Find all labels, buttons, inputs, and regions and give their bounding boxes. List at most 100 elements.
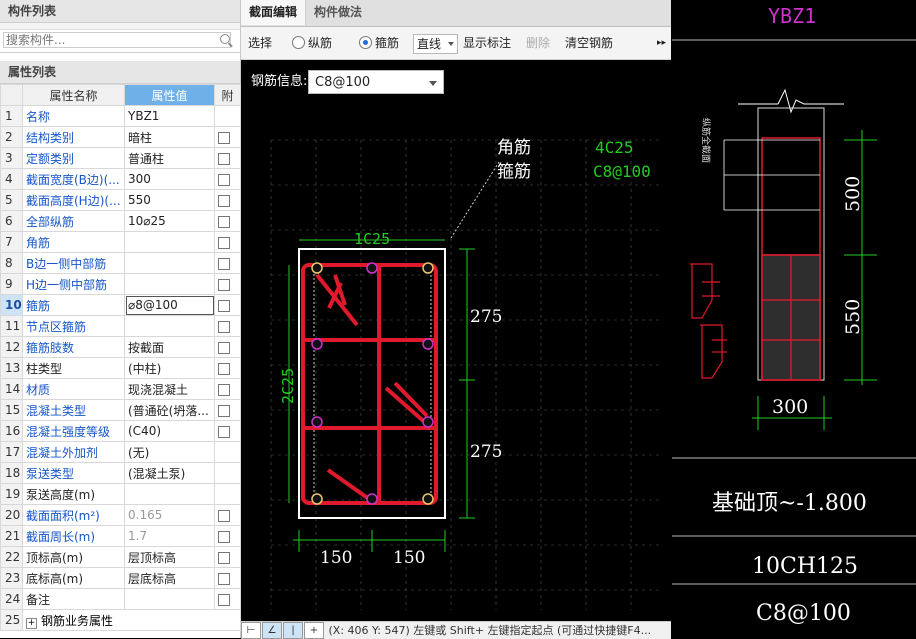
search-icon[interactable]	[220, 34, 230, 44]
rebar-points[interactable]	[311, 262, 434, 505]
snap-plus-icon[interactable]: +	[304, 622, 324, 639]
attach-checkbox[interactable]	[218, 362, 230, 375]
section-canvas[interactable]: 角筋 箍筋 4C25 C8@100	[241, 59, 671, 621]
property-value[interactable]: 1.7	[124, 525, 215, 547]
property-group-row[interactable]: 25+钢筋业务属性	[0, 609, 241, 631]
attach-checkbox[interactable]	[218, 215, 230, 228]
component-search-input[interactable]	[3, 32, 231, 48]
attach-checkbox[interactable]	[218, 194, 230, 207]
attach-checkbox[interactable]	[218, 320, 230, 333]
property-value[interactable]: 按截面	[124, 336, 215, 358]
property-value[interactable]	[124, 252, 215, 274]
attach-checkbox[interactable]	[218, 551, 230, 564]
attach-checkbox[interactable]	[218, 572, 230, 585]
property-value[interactable]: 300	[124, 168, 215, 190]
attach-checkbox[interactable]	[218, 299, 230, 312]
attach-checkbox[interactable]	[218, 593, 230, 606]
snap-vertical-icon[interactable]: |	[283, 622, 303, 639]
attach-checkbox[interactable]	[218, 383, 230, 396]
attach-checkbox[interactable]	[218, 236, 230, 249]
attach-checkbox[interactable]	[218, 131, 230, 144]
attach-checkbox[interactable]	[218, 509, 230, 522]
property-value[interactable]: YBZ1	[124, 105, 215, 127]
property-value[interactable]: 暗柱	[124, 126, 215, 148]
property-value[interactable]: 现浇混凝土	[124, 378, 215, 400]
line-mode-dropdown[interactable]: 直线	[413, 34, 459, 54]
attach-checkbox[interactable]	[218, 152, 230, 165]
show-annotation-button[interactable]: 显示标注	[463, 36, 512, 50]
attach-checkbox[interactable]	[218, 404, 230, 417]
property-value[interactable]	[124, 231, 215, 253]
longitudinal-radio[interactable]: 纵筋	[292, 27, 332, 59]
property-value[interactable]: (无)	[124, 441, 215, 463]
clear-rebar-button[interactable]: 清空钢筋	[565, 36, 614, 50]
attach-checkbox[interactable]	[218, 530, 230, 543]
rebar-point[interactable]	[422, 416, 434, 428]
cad-view[interactable]: YBZ1 纵筋全截面 500 550	[672, 0, 916, 638]
property-value[interactable]: 层顶标高	[124, 546, 215, 568]
attach-checkbox[interactable]	[218, 278, 230, 291]
rebar-point[interactable]	[366, 262, 378, 274]
snap-endpoint-icon[interactable]: ⊢	[241, 622, 261, 639]
rebar-point[interactable]	[311, 338, 323, 350]
attach-checkbox[interactable]	[218, 341, 230, 354]
attach-checkbox[interactable]	[218, 173, 230, 186]
stirrup-radio[interactable]: 箍筋	[359, 27, 399, 59]
property-value[interactable]: 层底标高	[124, 567, 215, 589]
property-value[interactable]	[124, 483, 215, 505]
rebar-info-dropdown[interactable]: C8@100	[308, 70, 444, 94]
property-value[interactable]: 10⌀25	[124, 210, 215, 232]
rebar-point[interactable]	[422, 262, 434, 274]
snap-line-icon[interactable]: ∠	[262, 622, 282, 639]
property-value[interactable]: 550	[124, 189, 215, 211]
property-value[interactable]: (混凝土泵)	[124, 462, 215, 484]
rebar-point[interactable]	[311, 493, 323, 505]
property-value[interactable]: ⌀8@100	[124, 294, 215, 316]
property-value[interactable]: 0.165	[124, 504, 215, 526]
property-value[interactable]	[124, 315, 215, 337]
stirrup-group[interactable]	[301, 263, 438, 505]
rebar-point[interactable]	[311, 262, 323, 274]
attach-checkbox[interactable]	[218, 257, 230, 270]
rebar-point[interactable]	[422, 493, 434, 505]
toolbar-more-icon[interactable]: ▸▸	[657, 38, 667, 48]
property-value[interactable]: (中柱)	[124, 357, 215, 379]
property-value[interactable]: (普通砼(坍落...	[124, 399, 215, 421]
rebar-point[interactable]	[422, 338, 434, 350]
property-value[interactable]	[124, 273, 215, 295]
tab-section-edit[interactable]: 截面编辑	[241, 0, 307, 25]
section-outline[interactable]	[298, 248, 446, 519]
property-value[interactable]: (C40)	[124, 420, 215, 442]
component-toolbar[interactable]	[0, 23, 240, 30]
property-value[interactable]: 普通柱	[124, 147, 215, 169]
rebar-point[interactable]	[311, 416, 323, 428]
delete-button[interactable]: 删除	[526, 36, 551, 50]
tab-component-method[interactable]: 构件做法	[314, 5, 363, 19]
property-value[interactable]	[124, 588, 215, 610]
column-elevation[interactable]: 纵筋全截面	[700, 88, 844, 381]
attach-checkbox[interactable]	[218, 425, 230, 438]
